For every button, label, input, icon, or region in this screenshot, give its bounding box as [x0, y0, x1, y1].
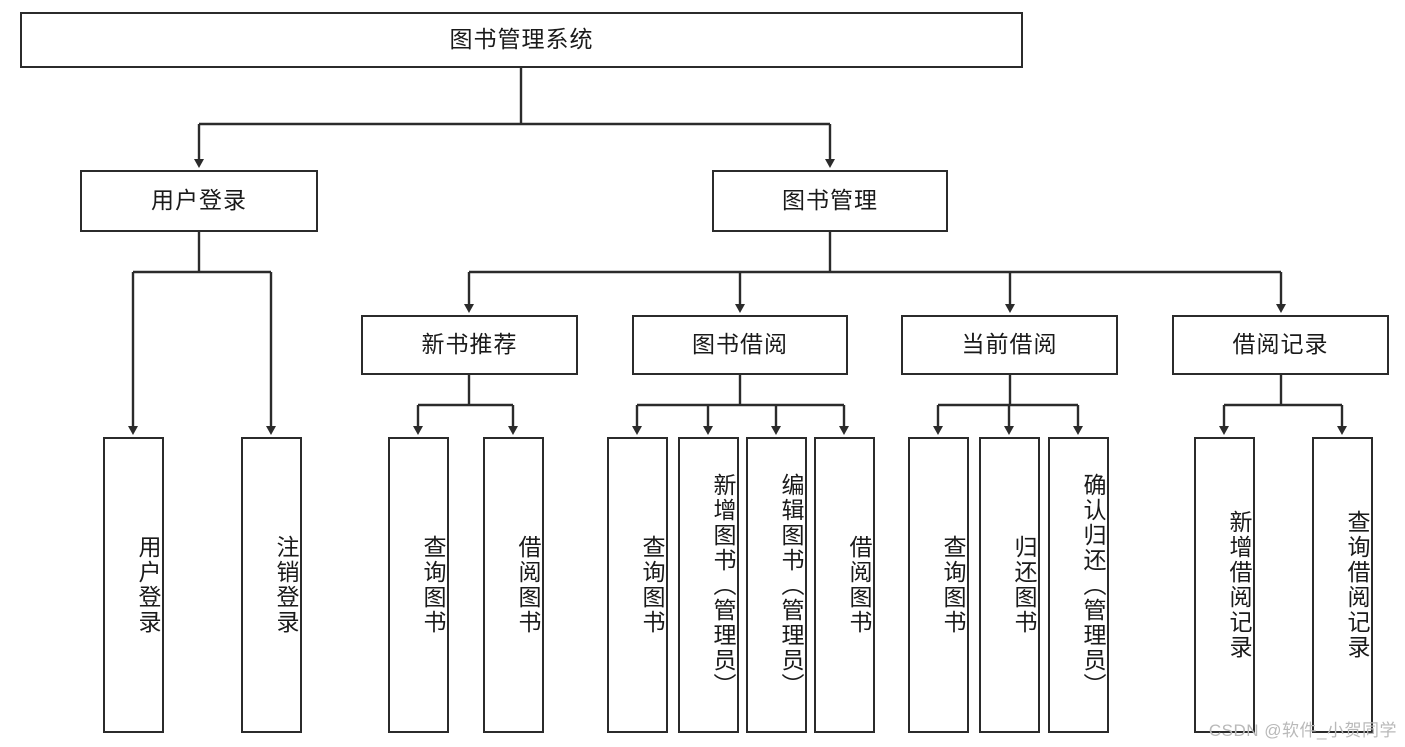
node-book-borrow[interactable]: 图书借阅: [632, 315, 848, 375]
leaf-return-book[interactable]: 归还图书: [979, 437, 1040, 733]
leaf-confirm-return-admin[interactable]: 确认归还（管理员）: [1048, 437, 1109, 733]
node-root[interactable]: 图书管理系统: [20, 12, 1023, 68]
leaf-add-book-admin[interactable]: 新增图书（管理员）: [678, 437, 739, 733]
leaf-logout-label: 注销登录: [273, 535, 299, 635]
leaf-query-book-borrow[interactable]: 查询图书: [607, 437, 668, 733]
node-new-book-recommend-label: 新书推荐: [421, 331, 518, 358]
leaf-edit-book-admin[interactable]: 编辑图书（管理员）: [746, 437, 807, 733]
leaf-user-login[interactable]: 用户登录: [103, 437, 164, 733]
leaf-borrow-book-label: 借阅图书: [846, 535, 872, 635]
leaf-add-book-admin-label: 新增图书（管理员）: [710, 472, 736, 698]
leaf-add-borrow-record[interactable]: 新增借阅记录: [1194, 437, 1255, 733]
leaf-edit-book-admin-label: 编辑图书（管理员）: [778, 472, 804, 698]
leaf-query-book-recommend-label: 查询图书: [420, 535, 446, 635]
leaf-borrow-book-recommend-label: 借阅图书: [515, 535, 541, 635]
leaf-query-borrow-record[interactable]: 查询借阅记录: [1312, 437, 1373, 733]
leaf-confirm-return-admin-label: 确认归还（管理员）: [1080, 472, 1106, 698]
leaf-query-borrow-record-label: 查询借阅记录: [1344, 510, 1370, 660]
leaf-borrow-book-recommend[interactable]: 借阅图书: [483, 437, 544, 733]
leaf-user-login-label: 用户登录: [135, 535, 161, 635]
leaf-query-book-current[interactable]: 查询图书: [908, 437, 969, 733]
node-user-login[interactable]: 用户登录: [80, 170, 318, 232]
leaf-logout[interactable]: 注销登录: [241, 437, 302, 733]
node-current-borrow[interactable]: 当前借阅: [901, 315, 1118, 375]
leaf-query-book-recommend[interactable]: 查询图书: [388, 437, 449, 733]
node-borrow-record[interactable]: 借阅记录: [1172, 315, 1389, 375]
node-book-borrow-label: 图书借阅: [692, 331, 788, 358]
node-root-label: 图书管理系统: [449, 26, 594, 53]
node-user-login-label: 用户登录: [151, 187, 247, 214]
leaf-query-book-borrow-label: 查询图书: [639, 535, 665, 635]
node-borrow-record-label: 借阅记录: [1232, 331, 1329, 358]
leaf-add-borrow-record-label: 新增借阅记录: [1226, 510, 1252, 660]
leaf-borrow-book[interactable]: 借阅图书: [814, 437, 875, 733]
leaf-return-book-label: 归还图书: [1011, 535, 1037, 635]
node-book-management[interactable]: 图书管理: [712, 170, 948, 232]
node-current-borrow-label: 当前借阅: [961, 331, 1058, 358]
node-new-book-recommend[interactable]: 新书推荐: [361, 315, 578, 375]
leaf-query-book-current-label: 查询图书: [940, 535, 966, 635]
watermark-text: CSDN @软件_小贺同学: [1208, 721, 1397, 740]
node-book-management-label: 图书管理: [782, 187, 878, 214]
